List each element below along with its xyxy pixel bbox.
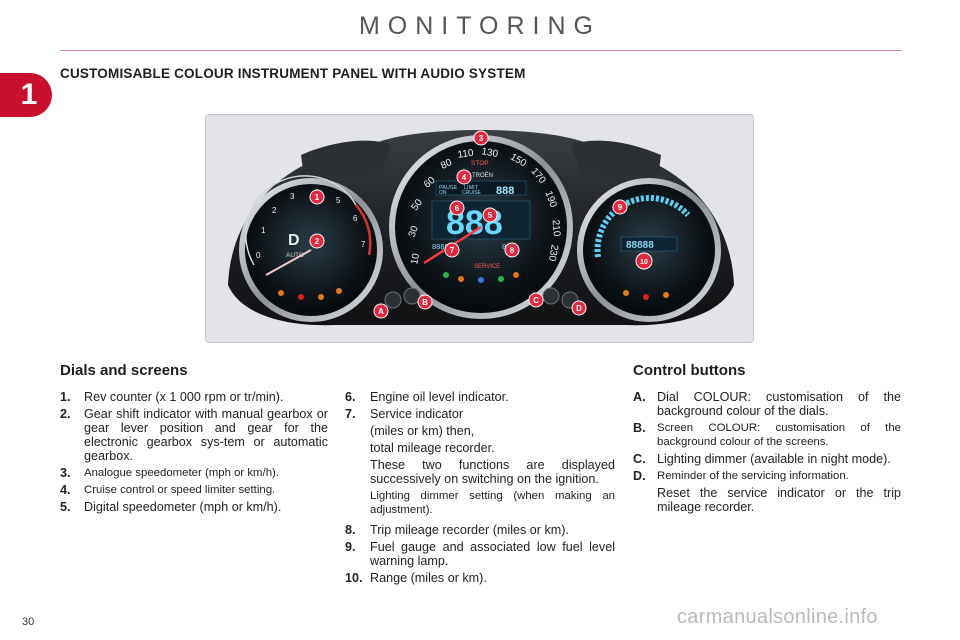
svg-text:5: 5 [336, 196, 341, 205]
callout-4: 4 [456, 169, 472, 185]
list-item: A. Dial COLOUR: customisation of the bac… [633, 390, 901, 418]
svg-text:2: 2 [315, 237, 320, 246]
list-item: B. Screen COLOUR: customisation of the b… [633, 421, 901, 448]
list-item: 3. Analogue speedometer (mph or km/h). [60, 466, 280, 480]
page-number: 30 [22, 616, 35, 628]
dials-and-screens-list: 1. Rev counter (x 1 000 rpm or tr/min). … [60, 390, 328, 517]
svg-text:8: 8 [510, 246, 515, 255]
gear-indicator: D [288, 232, 300, 249]
svg-text:210: 210 [550, 219, 562, 237]
list-item: C. Lighting dimmer (available in night m… [633, 452, 891, 466]
list-item: Reset the service indicator or the trip … [633, 486, 901, 514]
callout-markers: 1 2 3 4 5 6 7 8 9 10 A B C D [309, 130, 653, 319]
watermark: carmanualsonline.info [677, 606, 878, 628]
service-label: SERVICE [474, 264, 500, 270]
svg-text:4: 4 [462, 173, 467, 182]
stop-label: STOP [471, 160, 489, 167]
callout-9: 9 [612, 199, 628, 215]
svg-text:6: 6 [353, 214, 358, 223]
svg-text:110: 110 [457, 148, 475, 161]
svg-text:80: 80 [439, 157, 454, 172]
svg-text:9: 9 [618, 203, 623, 212]
list-item: D. Reminder of the servicing information… [633, 469, 849, 483]
list-item: 8. Trip mileage recorder (miles or km). [345, 523, 569, 537]
svg-text:130: 130 [481, 146, 500, 160]
svg-text:888: 888 [496, 185, 514, 197]
control-buttons-list: A. Dial COLOUR: customisation of the bac… [633, 390, 901, 517]
callout-D: D [571, 300, 587, 316]
svg-text:LIMIT: LIMIT [464, 185, 479, 191]
control-buttons-heading: Control buttons [633, 362, 746, 379]
svg-text:3: 3 [290, 192, 295, 201]
control-buttons-extra: Reset the service indicator or the trip … [657, 486, 901, 514]
dials-and-screens-heading: Dials and screens [60, 362, 188, 379]
list-item: 7. Service indicator (miles or km) then,… [345, 407, 615, 516]
list-item: 1. Rev counter (x 1 000 rpm or tr/min). [60, 390, 284, 404]
svg-text:10: 10 [640, 259, 648, 266]
callout-7: 7 [444, 242, 460, 258]
svg-text:5: 5 [488, 211, 493, 220]
svg-text:D: D [576, 304, 582, 313]
brand-label: TROËN [472, 172, 493, 179]
svg-text:10: 10 [409, 252, 422, 265]
list-item: 6. Engine oil level indicator. [345, 390, 509, 404]
svg-text:3: 3 [479, 134, 484, 143]
odometer: 888888 [432, 242, 457, 251]
list-item: 2. Gear shift indicator with manual gear… [60, 407, 328, 463]
section-title: CUSTOMISABLE COLOUR INSTRUMENT PANEL WIT… [60, 66, 526, 81]
callout-A: A [373, 303, 389, 319]
svg-text:1: 1 [261, 226, 266, 235]
svg-text:7: 7 [361, 240, 366, 249]
callout-1: 1 [309, 189, 325, 205]
svg-text:A: A [378, 307, 384, 316]
page-header-title: MONITORING [358, 12, 602, 40]
svg-text:C: C [533, 296, 539, 305]
list-item: 10. Range (miles or km). [345, 571, 487, 585]
svg-text:B: B [422, 298, 428, 307]
svg-text:30: 30 [407, 224, 421, 239]
callout-10: 10 [635, 252, 653, 270]
svg-text:6: 6 [455, 204, 460, 213]
svg-text:1: 1 [315, 193, 320, 202]
svg-text:2: 2 [272, 206, 277, 215]
svg-text:7: 7 [450, 246, 455, 255]
svg-text:ON: ON [439, 190, 447, 196]
chapter-tab: 1 [0, 73, 52, 117]
svg-text:0: 0 [256, 251, 261, 260]
svg-text:230: 230 [546, 244, 560, 263]
instrument-panel-illustration: 0 1 2 3 4 5 6 7 D AUTO 10 30 50 60 80 11… [205, 114, 754, 343]
auto-label: AUTO [286, 252, 304, 259]
rev-needle [265, 249, 312, 276]
header-divider [60, 50, 902, 51]
svg-text:PAUSE: PAUSE [439, 185, 458, 191]
callout-3: 3 [473, 130, 489, 146]
callout-B: B [417, 294, 433, 310]
callout-5: 5 [482, 207, 498, 223]
instrument-panel-graphic: 0 1 2 3 4 5 6 7 D AUTO 10 30 50 60 80 11… [228, 130, 734, 326]
callout-2: 2 [309, 233, 325, 249]
callout-8: 8 [504, 242, 520, 258]
callout-C: C [528, 292, 544, 308]
list-item: 9. Fuel gauge and associated low fuel le… [345, 540, 615, 568]
range-readout: 88888 [626, 240, 654, 251]
list-item: 4. Cruise control or speed limiter setti… [60, 483, 276, 497]
svg-text:CRUISE: CRUISE [462, 190, 482, 196]
list-item: 5. Digital speedometer (mph or km/h). [60, 500, 282, 514]
fuel-gauge-arc [594, 194, 691, 258]
middle-column-list: 6. Engine oil level indicator. 7. Servic… [345, 390, 615, 588]
callout-6: 6 [449, 200, 465, 216]
